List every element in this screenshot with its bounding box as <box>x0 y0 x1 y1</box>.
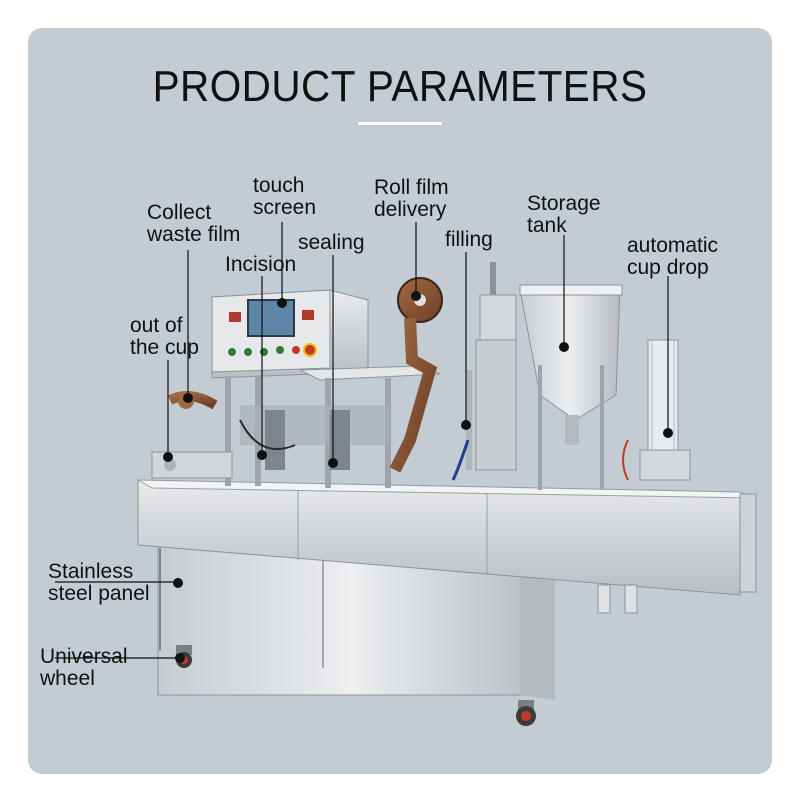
label-roll-film-line1: Roll film <box>374 176 449 199</box>
sealing-frame <box>225 365 441 488</box>
cup-drop-tower <box>622 339 691 481</box>
marker-cup-drop <box>663 428 673 438</box>
leader-lines <box>55 222 669 659</box>
control-box <box>211 289 369 379</box>
marker-roll-film <box>411 291 421 301</box>
label-collect-waste-line1: Collect <box>147 201 212 224</box>
marker-storage-tank <box>559 342 569 352</box>
page-title: PRODUCT PARAMETERS <box>152 62 648 111</box>
label-cup-drop-line2: cup drop <box>627 256 709 279</box>
label-universal-wheel-line2: wheel <box>40 667 95 690</box>
marker-touch-screen <box>277 298 287 308</box>
label-filling: filling <box>445 228 493 251</box>
label-touch-screen: touch screen <box>253 175 316 219</box>
label-storage-tank: Storage tank <box>527 193 601 237</box>
marker-out-of-cup <box>163 452 173 462</box>
label-collect-waste: Collect waste film <box>147 202 240 246</box>
label-automatic-cup-drop: automatic cup drop <box>627 235 718 279</box>
label-cup-drop-line1: automatic <box>627 234 719 257</box>
label-out-of-cup-line1: out of <box>130 314 183 337</box>
label-storage-tank-line2: tank <box>527 214 567 237</box>
label-universal-wheel-line1: Universal <box>40 645 128 668</box>
title-underline <box>358 122 442 125</box>
marker-sealing <box>328 458 338 468</box>
marker-filling <box>461 420 471 430</box>
storage-tank <box>519 284 623 490</box>
main-table <box>137 479 757 614</box>
roll-film <box>167 277 443 473</box>
marker-incision <box>257 450 267 460</box>
label-touch-screen-line1: touch <box>253 174 305 197</box>
label-universal-wheel: Universal wheel <box>40 646 128 690</box>
marker-dots <box>163 291 673 663</box>
label-touch-screen-line2: screen <box>253 196 317 219</box>
label-stainless-panel: Stainless steel panel <box>48 561 150 605</box>
marker-stainless-panel <box>173 578 183 588</box>
label-collect-waste-line2: waste film <box>147 223 241 246</box>
label-sealing: sealing <box>298 231 365 254</box>
wheel-front-right <box>516 700 536 726</box>
label-out-of-cup-line2: the cup <box>130 336 199 359</box>
marker-collect-waste <box>183 393 193 403</box>
marker-universal-wheel <box>175 653 185 663</box>
label-storage-tank-line1: Storage <box>527 192 601 215</box>
label-roll-film: Roll film delivery <box>374 177 449 221</box>
label-stainless-panel-line1: Stainless <box>48 560 134 583</box>
label-stainless-panel-line2: steel panel <box>48 582 150 605</box>
label-roll-film-line2: delivery <box>374 198 447 221</box>
filling-unit <box>451 262 517 481</box>
label-out-of-cup: out of the cup <box>130 315 199 359</box>
label-incision: Incision <box>225 253 297 276</box>
